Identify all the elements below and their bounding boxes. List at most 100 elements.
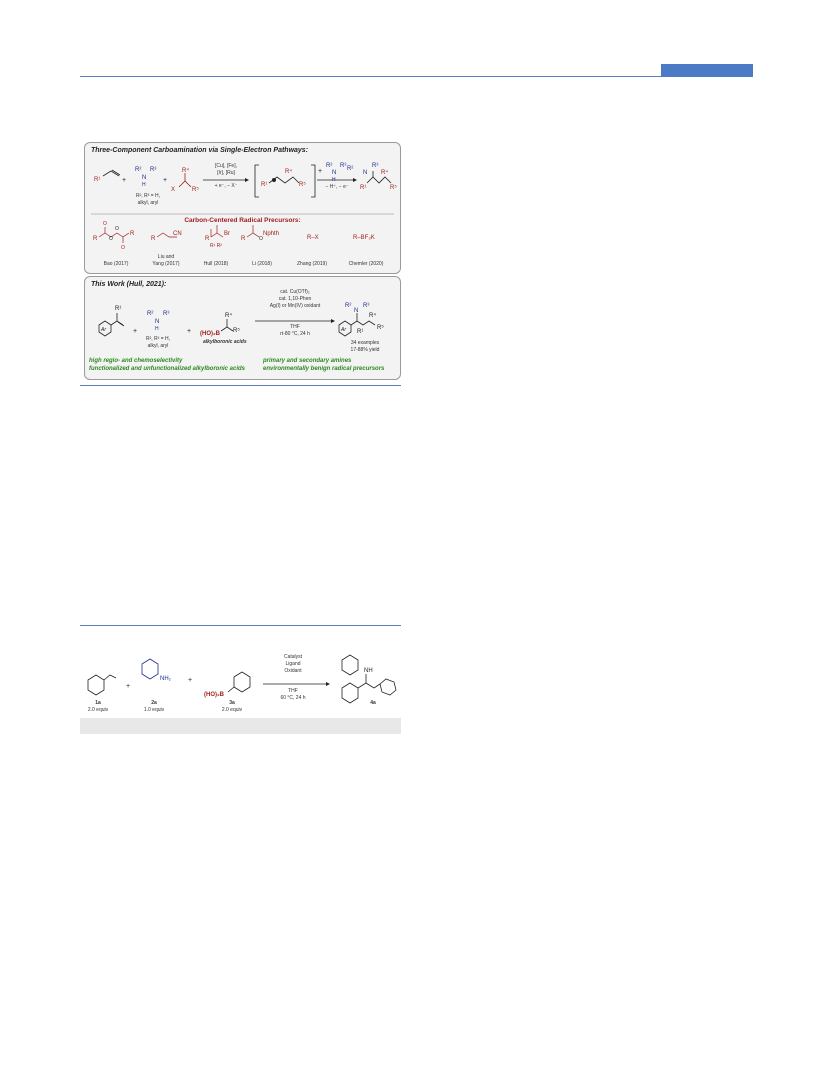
- svg-text:NH₂: NH₂: [160, 676, 172, 682]
- svg-text:R³: R³: [363, 303, 369, 309]
- svg-text:R²: R²: [135, 167, 141, 173]
- svg-text:R¹: R¹: [261, 182, 267, 188]
- svg-text:R⁵: R⁵: [233, 327, 240, 334]
- svg-text:R⁵: R⁵: [377, 324, 384, 331]
- svg-text:R–BF₃K: R–BF₃K: [353, 235, 375, 241]
- compound-3a-id: 3a: [229, 700, 235, 706]
- svg-text:Br: Br: [224, 231, 230, 237]
- ref-hull: Hull (2018): [203, 261, 229, 267]
- highlight-3: primary and secondary amines: [263, 358, 352, 364]
- svg-text:O: O: [259, 236, 263, 242]
- svg-text:X: X: [171, 187, 175, 193]
- compound-4a-id: 4a: [370, 700, 376, 706]
- highlight-2: functionalized and unfunctionalized alky…: [89, 366, 246, 372]
- svg-text:R⁴: R⁴: [381, 169, 388, 176]
- svg-text:CN: CN: [173, 231, 182, 237]
- scheme-box-top: Three-Component Carboamination via Singl…: [84, 142, 401, 274]
- cond-2: cat. 1,10-Phen: [278, 296, 312, 302]
- highlight-1: high regio- and chemoselectivity: [89, 358, 183, 364]
- scheme-top-reaction: R¹ + R² N R³ H + R⁴ X R⁵ R¹ R⁴ R⁵ + R² N: [91, 163, 397, 251]
- header-rule: [80, 76, 753, 77]
- svg-text:R²: R²: [147, 311, 153, 317]
- precursor-structures: [98, 225, 260, 243]
- svg-text:+: +: [187, 328, 191, 335]
- svg-text:Ar: Ar: [100, 327, 106, 333]
- result-1: 34 examples: [350, 340, 380, 346]
- compound-1a-id: 1a: [95, 700, 101, 706]
- ref-bao: Bao (2017): [103, 261, 129, 267]
- cond-3: Ag(I) or Mn(IV) oxidant: [269, 303, 321, 309]
- svg-text:R⁴: R⁴: [285, 168, 292, 175]
- scheme2-reaction: + NH₂ + (HO)₂B NH: [87, 654, 397, 704]
- scheme2-cond-5: 60 °C, 24 h: [280, 695, 306, 701]
- svg-text:R⁵: R⁵: [192, 186, 199, 193]
- svg-text:R³: R³: [150, 167, 156, 173]
- this-work-title: This Work (Hull, 2021):: [91, 281, 167, 288]
- svg-text:O: O: [103, 221, 107, 227]
- svg-text:+: +: [163, 177, 167, 184]
- svg-text:R³: R³: [163, 311, 169, 317]
- svg-text:R¹: R¹: [357, 329, 363, 335]
- svg-text:(HO)₂B: (HO)₂B: [204, 692, 225, 698]
- scheme2-cond-1: Catalyst: [283, 654, 303, 660]
- svg-text:R¹: R¹: [360, 185, 366, 191]
- svg-text:+: +: [133, 328, 137, 335]
- cond-4: THF: [290, 324, 300, 330]
- svg-text:R: R: [93, 236, 98, 242]
- svg-text:(HO)₂B: (HO)₂B: [200, 331, 221, 337]
- compound-2a-id: 2a: [151, 700, 157, 706]
- compound-3a-equiv: 2.0 equiv: [221, 707, 243, 713]
- result-2: 17-88% yield: [350, 347, 380, 353]
- boronic-label: alkylboronic acids: [203, 339, 247, 345]
- svg-text:O: O: [115, 226, 119, 232]
- svg-text:O: O: [121, 245, 125, 251]
- scheme2-cond-4: THF: [288, 688, 298, 694]
- svg-text:N: N: [363, 170, 367, 176]
- svg-text:R⁴: R⁴: [225, 312, 232, 319]
- arrow1-bottom: + e⁻, − X⁻: [214, 183, 238, 189]
- amine-note-2: alkyl, aryl: [137, 200, 159, 206]
- highlight-4: environmentally benign radical precursor…: [263, 366, 385, 372]
- cond-1: cat. Cu(OTf)₂: [280, 289, 310, 295]
- svg-text:R: R: [151, 236, 156, 242]
- svg-text:NH: NH: [364, 668, 373, 674]
- arrow1-top: [Cu], [Fe],: [215, 163, 237, 169]
- compound-1a-equiv: 2.0 equiv: [87, 707, 109, 713]
- amine-note2-2: alkyl, aryl: [147, 343, 169, 349]
- amine-note2-1: R², R³ = H,: [145, 336, 171, 342]
- alkene-structure: [102, 169, 121, 177]
- svg-text:Nphth: Nphth: [263, 231, 279, 237]
- svg-text:R: R: [241, 236, 246, 242]
- table-header-bar: [80, 718, 401, 734]
- svg-text:R²: R²: [345, 303, 351, 309]
- svg-text:N: N: [332, 170, 336, 176]
- svg-text:R–X: R–X: [307, 235, 319, 241]
- svg-text:R²: R²: [326, 163, 332, 169]
- svg-text:+: +: [126, 683, 130, 690]
- ref-liu-1: Liu and: [157, 254, 175, 260]
- amine-note-1: R², R³ = H,: [135, 193, 161, 199]
- svg-text:O: O: [109, 236, 113, 242]
- cond-5: rt-80 °C, 24 h: [280, 331, 310, 337]
- svg-text:R: R: [205, 236, 210, 242]
- svg-text:R⁵: R⁵: [299, 181, 306, 188]
- svg-text:H: H: [155, 326, 159, 332]
- svg-text:R³: R³: [372, 163, 378, 169]
- ref-li: Li (2018): [252, 261, 272, 267]
- scheme2-top-rule: [80, 625, 401, 626]
- scheme-top-title: Three-Component Carboamination via Singl…: [91, 147, 309, 154]
- svg-text:R¹ R²: R¹ R²: [210, 243, 222, 249]
- svg-text:R: R: [130, 231, 135, 237]
- svg-text:H: H: [142, 182, 146, 188]
- this-work-reaction: Ar R¹ + R² N R³ H + (HO)₂B R⁴ R⁵ Ar R² N…: [98, 303, 384, 337]
- ref-zhang: Zhang (2019): [296, 261, 328, 267]
- scheme2-cond-2: Ligand: [285, 661, 301, 667]
- svg-text:N: N: [354, 308, 358, 314]
- svg-text:N: N: [155, 319, 159, 325]
- precursors-title: Carbon-Centered Radical Precursors:: [85, 209, 400, 227]
- svg-text:R³: R³: [340, 163, 346, 169]
- svg-text:+: +: [318, 168, 322, 175]
- ref-yang: Yang (2017): [152, 261, 180, 267]
- svg-text:R¹: R¹: [115, 306, 121, 312]
- scheme1-bottom-rule: [80, 385, 401, 386]
